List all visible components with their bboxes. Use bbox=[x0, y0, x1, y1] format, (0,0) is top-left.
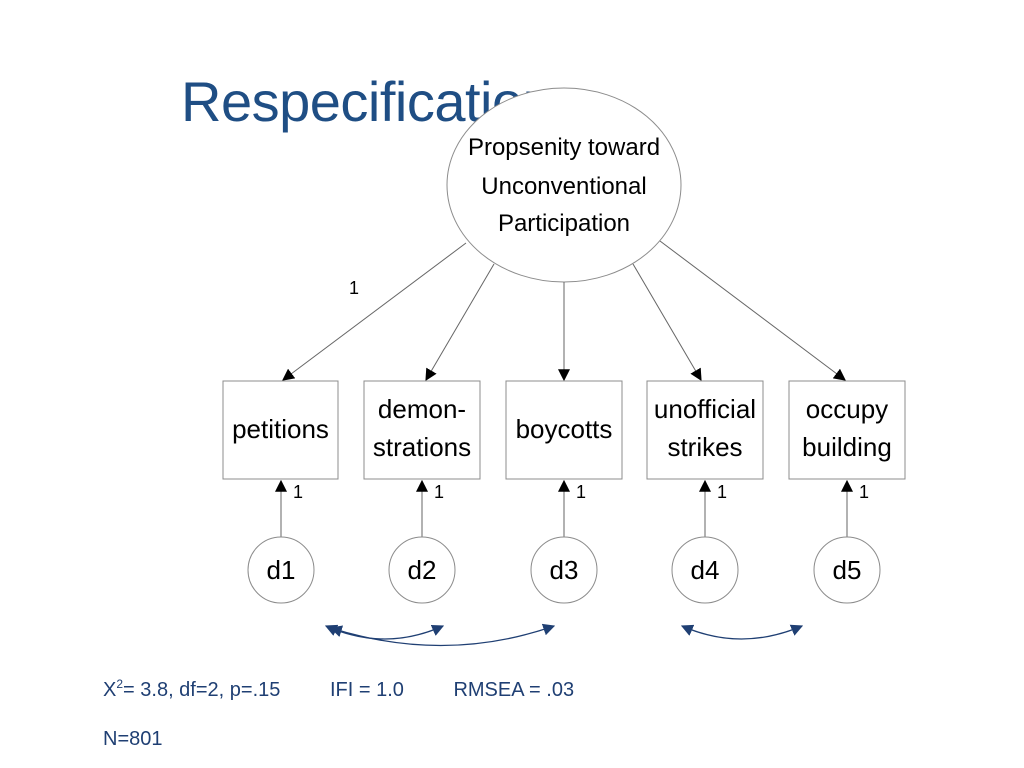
indicator-label-line-2: building bbox=[802, 432, 892, 462]
error-path-label-d4: 1 bbox=[717, 482, 727, 502]
error-label: d1 bbox=[267, 555, 296, 585]
chi-symbol: X bbox=[103, 678, 117, 701]
indicator-label-line-2: strikes bbox=[667, 432, 742, 462]
ifi-stat: IFI = 1.0 bbox=[329, 678, 404, 701]
error-path-label-d3: 1 bbox=[576, 482, 586, 502]
error-label: d4 bbox=[691, 555, 720, 585]
indicator-label: boycotts bbox=[516, 414, 613, 444]
indicator-unofficial-strikes: unofficial strikes bbox=[646, 380, 764, 480]
covariance-arc-d4-d5 bbox=[680, 624, 804, 640]
error-d3: d3 bbox=[530, 536, 598, 604]
chi-values: = 3.8, df=2, p=.15 bbox=[123, 678, 281, 701]
indicator-demonstrations: demon- strations bbox=[363, 380, 481, 480]
loading-path-petitions bbox=[282, 242, 467, 381]
error-path-label-d2: 1 bbox=[434, 482, 444, 502]
indicator-label-line-1: demon- bbox=[378, 394, 466, 424]
indicator-label-line-1: unofficial bbox=[654, 394, 756, 424]
indicator-label: petitions bbox=[232, 414, 329, 444]
indicator-label-line-2: strations bbox=[373, 432, 471, 462]
chi-superscript: 2 bbox=[116, 677, 124, 691]
indicator-boycotts: boycotts bbox=[505, 380, 623, 480]
error-label: d3 bbox=[550, 555, 579, 585]
loading-path-demonstrations bbox=[425, 263, 495, 382]
indicator-occupy-building: occupy building bbox=[788, 380, 906, 480]
loading-label: 1 bbox=[349, 278, 359, 298]
error-path-label-d5: 1 bbox=[859, 482, 869, 502]
error-d5: d5 bbox=[813, 536, 881, 604]
indicator-label-line-1: occupy bbox=[806, 394, 888, 424]
loading-path-occupy-building bbox=[659, 240, 846, 381]
error-label: d2 bbox=[408, 555, 437, 585]
latent-label-line-2: Unconventional bbox=[481, 173, 646, 200]
covariance-arc-d1-d2 bbox=[324, 624, 445, 640]
sample-size: N=801 bbox=[103, 728, 163, 750]
error-d4: d4 bbox=[671, 536, 739, 604]
covariance-arc-d1-d3 bbox=[329, 623, 556, 647]
loading-path-unofficial-strikes bbox=[632, 263, 702, 382]
latent-label-line-1: Propsenity toward bbox=[468, 134, 660, 161]
error-d1: d1 bbox=[247, 536, 315, 604]
rmsea-stat: RMSEA = .03 bbox=[453, 678, 575, 701]
latent-label-line-3: Participation bbox=[498, 210, 630, 237]
error-label: d5 bbox=[833, 555, 862, 585]
error-path-label-d1: 1 bbox=[293, 482, 303, 502]
indicator-petitions: petitions bbox=[222, 380, 339, 480]
error-d2: d2 bbox=[388, 536, 456, 604]
chi-square-stat: X2 = 3.8, df=2, p=.15 bbox=[103, 677, 280, 702]
fit-statistics: X2 = 3.8, df=2, p=.15 IFI = 1.0 RMSEA = … bbox=[103, 677, 574, 702]
